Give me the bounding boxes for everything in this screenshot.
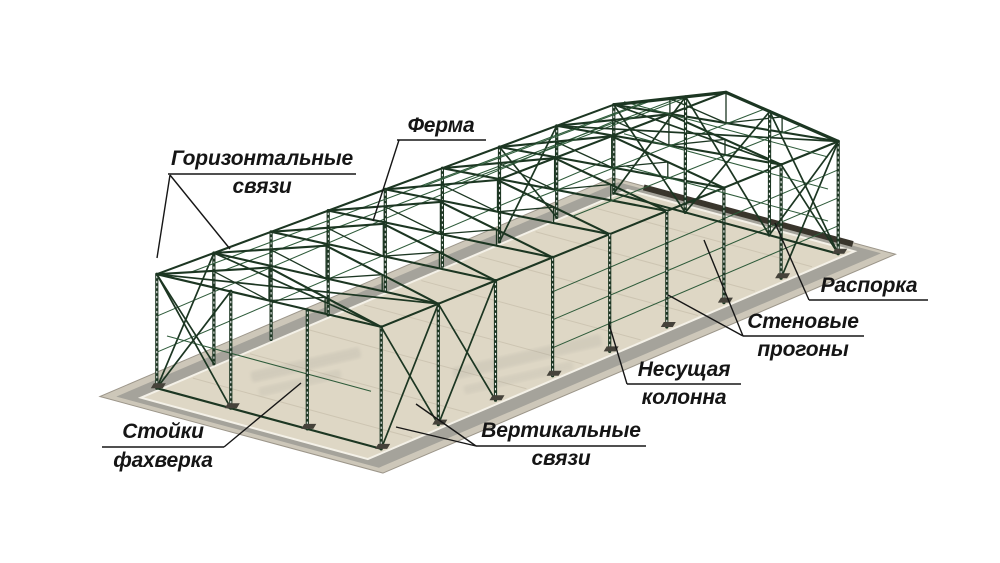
- label-horizontal-bracing: Горизонтальные: [171, 147, 353, 170]
- label-horizontal-bracing-2: связи: [232, 175, 292, 198]
- label-fachwerk-posts: Стойки: [122, 420, 204, 443]
- label-truss: Ферма: [407, 114, 475, 137]
- label-wall-purlins: Стеновые: [747, 310, 859, 333]
- leader-lines: [102, 139, 928, 448]
- label-bearing-column-2: колонна: [641, 386, 727, 409]
- watermark-smudge: [258, 369, 342, 397]
- label-bearing-column: Несущая: [637, 358, 731, 381]
- label-vertical-bracing: Вертикальные: [481, 419, 641, 442]
- label-vertical-bracing-2: связи: [531, 447, 591, 470]
- label-wall-purlins-2: прогоны: [757, 338, 849, 361]
- label-fachwerk-posts-2: фахверка: [113, 449, 213, 472]
- watermark-smudge: [463, 361, 574, 395]
- watermark-smudge: [452, 334, 603, 380]
- label-strut: Распорка: [820, 274, 918, 297]
